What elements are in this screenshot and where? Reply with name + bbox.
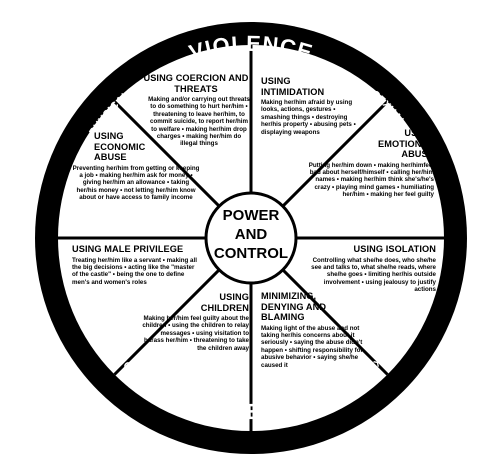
segment-minimizing-title: MINIMIZING, DENYING AND BLAMING — [261, 291, 327, 322]
hub-line-2: AND — [235, 226, 268, 243]
segment-emotional-title: USING EMOTIONAL ABUSE — [377, 128, 434, 159]
segment-privilege-text: Treating her/him like a servant • making… — [72, 256, 197, 286]
segment-economic: USING ECONOMIC ABUSE Preventing her/him … — [72, 131, 200, 202]
segment-privilege: USING MALE PRIVILEGE Treating her/him li… — [72, 244, 200, 286]
segment-children-title: USING CHILDREN — [200, 292, 249, 313]
segment-emotional-text: Putting her/him down • making her/himfee… — [308, 161, 434, 199]
segment-economic-title: USING ECONOMIC ABUSE — [94, 131, 146, 162]
segment-privilege-title: USING MALE PRIVILEGE — [72, 244, 184, 254]
hub-line-3: CONTROL — [214, 245, 288, 262]
segment-children: USING CHILDREN Making her/him feel guilt… — [140, 292, 249, 352]
segment-coercion-title: USING COERCION AND THREATS — [143, 73, 249, 94]
segment-intimidation-title: USING INTIMIDATION — [261, 76, 325, 97]
segment-minimizing-text: Making light of the abuse and not taking… — [261, 324, 363, 369]
segment-intimidation: USING INTIMIDATION Making her/him afraid… — [261, 76, 357, 136]
segment-minimizing: MINIMIZING, DENYING AND BLAMING Making l… — [261, 291, 369, 369]
segment-isolation-title: USING ISOLATION — [353, 244, 436, 254]
segment-coercion: USING COERCION AND THREATS Making and/or… — [142, 73, 250, 148]
segment-children-text: Making her/him feel guilty about the chi… — [142, 315, 249, 352]
hub-circle — [204, 191, 298, 285]
hub-line-1: POWER — [223, 207, 280, 224]
segment-coercion-text: Making and/or carrying out threats to do… — [148, 96, 250, 148]
segment-economic-text: Preventing her/him from getting or keepi… — [72, 164, 200, 202]
segment-isolation-text: Controlling what she/he does, who she/he… — [311, 256, 436, 294]
segment-emotional: USING EMOTIONAL ABUSE Putting her/him do… — [306, 128, 434, 199]
segment-isolation: USING ISOLATION Controlling what she/he … — [304, 244, 436, 294]
segment-intimidation-text: Making her/him afraid by using looks, ac… — [261, 99, 356, 136]
